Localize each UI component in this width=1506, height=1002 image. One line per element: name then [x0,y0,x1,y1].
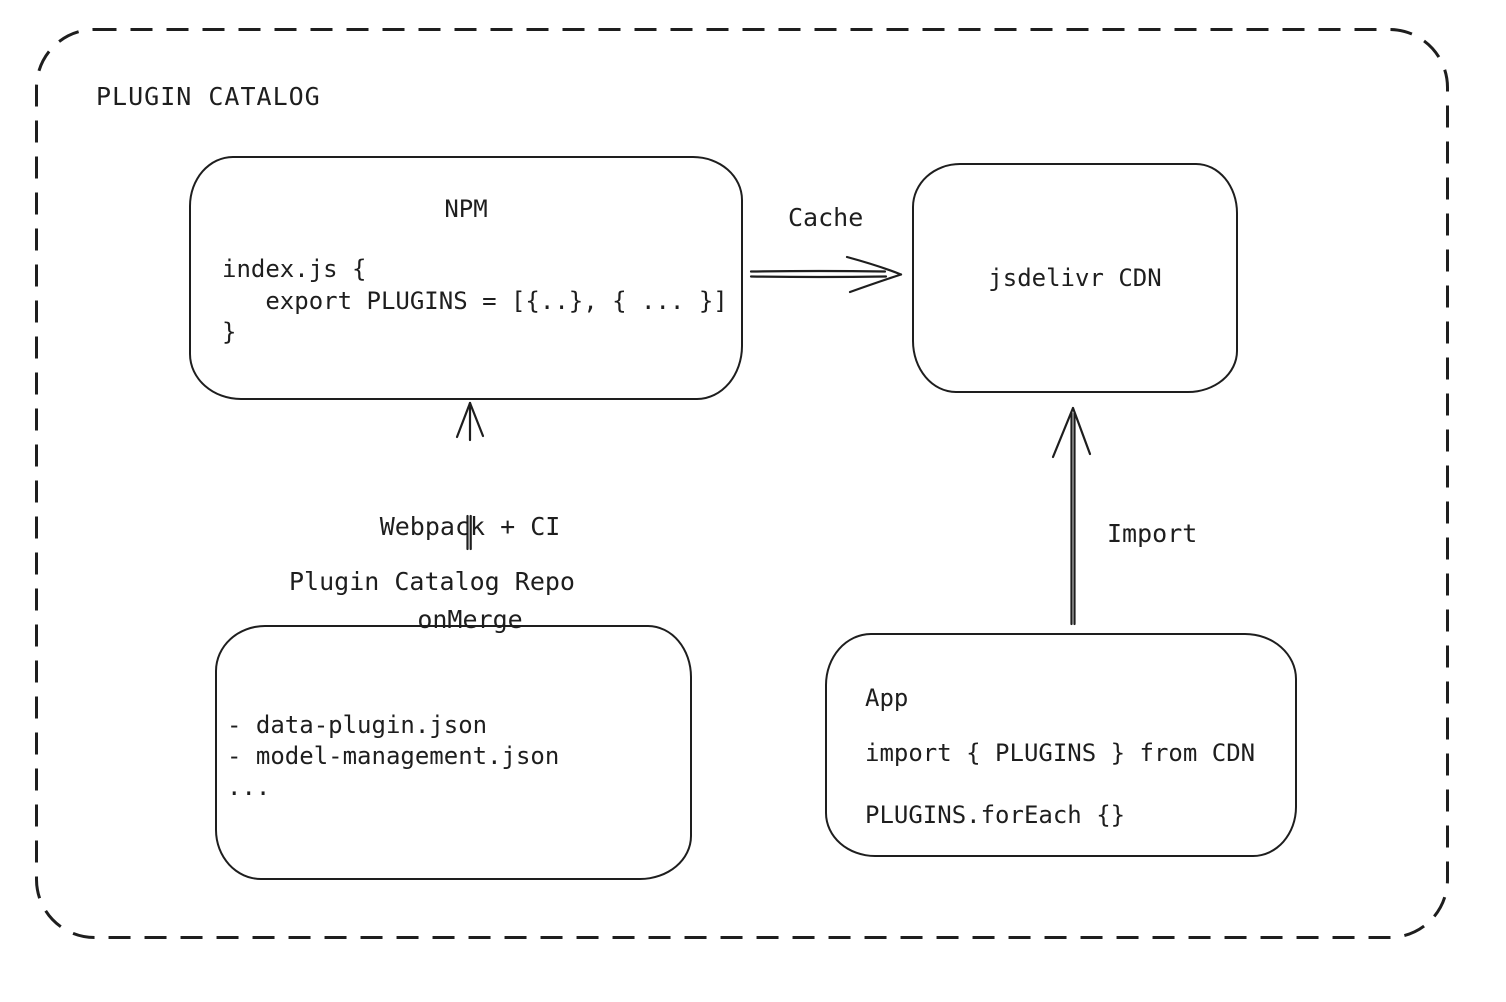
code-line: import { PLUGINS } from CDN [865,739,1256,767]
node-npm-title: NPM [444,195,488,223]
build-arrow-label-line2: onMerge [417,605,523,634]
node-npm: NPM index.js { export PLUGINS = [{..}, {… [189,156,743,400]
node-cdn: jsdelivr CDN [912,163,1238,393]
build-arrow [455,401,485,551]
cache-arrow [749,255,903,294]
node-repo-files: - data-plugin.json - model-management.js… [227,710,559,803]
code-line: } [222,318,237,346]
import-arrow-label: Import [1107,519,1198,548]
code-line: index.js { [222,255,367,283]
cache-arrow-label: Cache [788,203,864,232]
build-arrow-label-line1: Webpack + CI [379,512,561,541]
catalog-boundary [35,28,1449,939]
file-item: - model-management.json [227,742,560,770]
node-cdn-label: jsdelivr CDN [988,264,1162,292]
code-line: export PLUGINS = [{..}, { ... }] [222,286,728,315]
node-repo-label: Plugin Catalog Repo [289,567,575,596]
node-npm-code: index.js { export PLUGINS = [{..}, { ...… [222,254,728,349]
import-arrow [1051,406,1092,626]
build-arrow-label: Webpack + CI onMerge [355,449,585,697]
file-item: ... [227,773,271,801]
node-repo: - data-plugin.json - model-management.js… [215,625,692,880]
node-app-title: App [865,684,909,712]
diagram-title: PLUGIN CATALOG [96,82,321,111]
file-item: - data-plugin.json [227,711,488,739]
code-line: PLUGINS.forEach {} [865,801,1126,829]
node-app: App import { PLUGINS } from CDN PLUGINS.… [825,633,1297,857]
